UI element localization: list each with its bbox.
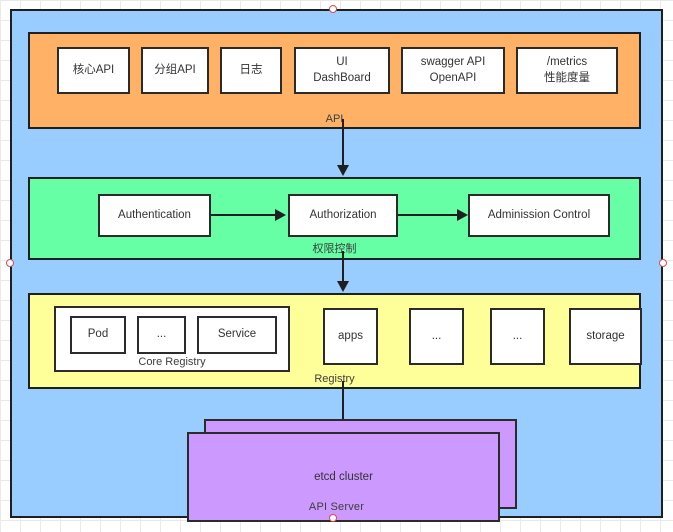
- authorization-layer-band[interactable]: Authentication Authorization Adminission…: [28, 177, 641, 260]
- box-registry-ellipsis-2[interactable]: ...: [490, 308, 545, 365]
- box-authorization[interactable]: Authorization: [288, 194, 398, 237]
- selection-handle-left[interactable]: [6, 259, 14, 267]
- box-registry-ellipsis-1[interactable]: ...: [409, 308, 464, 365]
- box-swagger-openapi[interactable]: swagger API OpenAPI: [401, 47, 505, 94]
- connector-registry-to-etcd-line: [342, 381, 344, 429]
- box-ui-dashboard[interactable]: UI DashBoard: [294, 47, 390, 94]
- box-authentication[interactable]: Authentication: [98, 194, 211, 237]
- box-admission-control[interactable]: Adminission Control: [468, 194, 610, 237]
- box-group-api[interactable]: 分组API: [141, 47, 209, 94]
- selection-handle-bottom[interactable]: [329, 514, 337, 522]
- box-core-registry-ellipsis[interactable]: ...: [137, 316, 186, 354]
- connector-authz-to-admission-line: [398, 214, 457, 216]
- registry-layer-band[interactable]: Pod ... Service Core Registry apps ... .…: [28, 293, 642, 389]
- registry-band-label: Registry: [314, 373, 355, 385]
- connector-api-to-auth-arrowhead: [337, 165, 349, 176]
- api-layer-band[interactable]: 核心API 分组API 日志 UI DashBoard swagger API …: [28, 32, 641, 129]
- connector-authz-to-admission-arrowhead: [457, 209, 468, 221]
- api-server-container[interactable]: 核心API 分组API 日志 UI DashBoard swagger API …: [10, 9, 663, 522]
- box-metrics[interactable]: /metrics 性能度量: [516, 47, 618, 94]
- core-registry-group[interactable]: Pod ... Service Core Registry: [54, 306, 290, 372]
- api-band-label: API: [325, 113, 344, 125]
- selection-handle-right[interactable]: [659, 259, 667, 267]
- box-storage[interactable]: storage: [569, 308, 642, 365]
- auth-band-label: 权限控制: [312, 243, 357, 255]
- selection-handle-top[interactable]: [329, 5, 337, 13]
- connector-authn-to-authz-arrowhead: [275, 209, 286, 221]
- box-core-api[interactable]: 核心API: [57, 47, 130, 94]
- box-log[interactable]: 日志: [220, 47, 282, 94]
- connector-auth-to-registry-arrowhead: [337, 281, 349, 292]
- connector-auth-to-registry-line: [342, 251, 344, 283]
- box-pod[interactable]: Pod: [70, 316, 126, 354]
- api-server-label: API Server: [308, 501, 365, 513]
- etcd-cluster-box[interactable]: etcd cluster: [187, 432, 500, 522]
- connector-api-to-auth-line: [342, 119, 344, 167]
- connector-authn-to-authz-line: [211, 214, 275, 216]
- box-apps[interactable]: apps: [323, 308, 378, 365]
- core-registry-label: Core Registry: [138, 356, 206, 368]
- box-service[interactable]: Service: [197, 316, 277, 354]
